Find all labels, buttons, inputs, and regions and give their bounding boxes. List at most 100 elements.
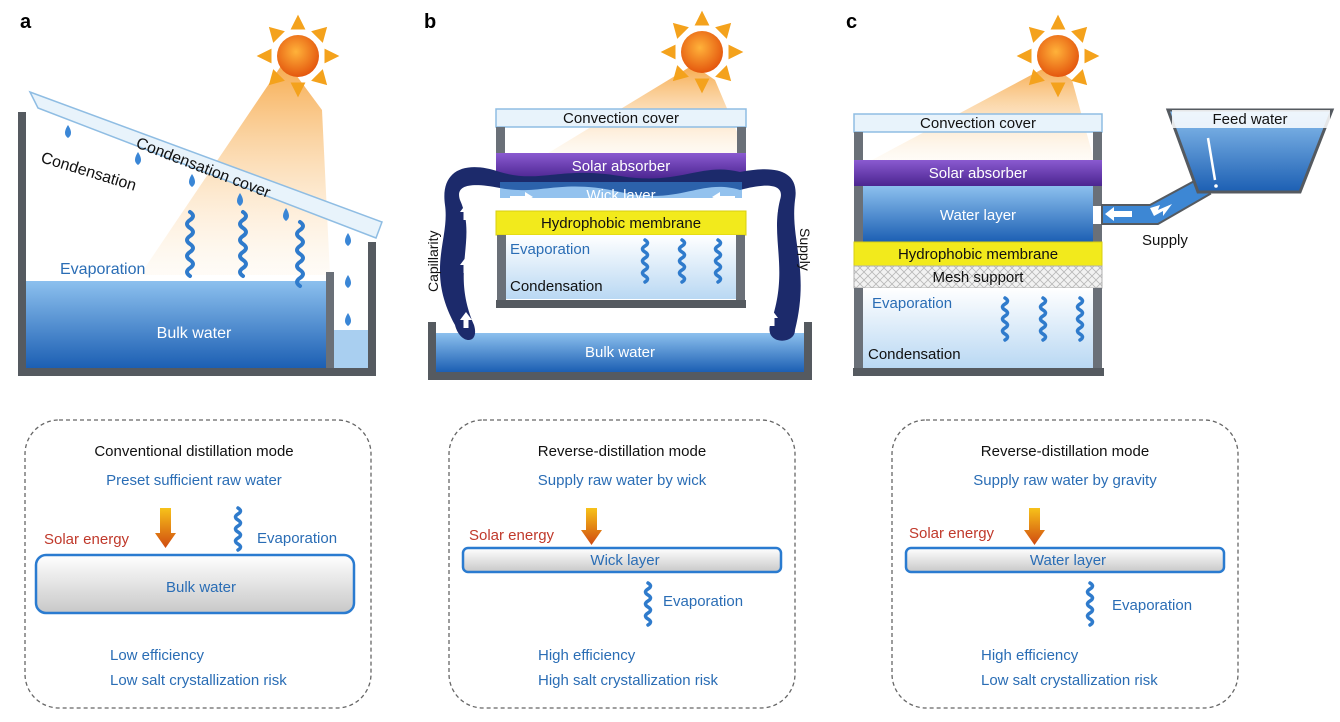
droplet-icon	[135, 152, 141, 165]
hydrophobic-membrane-c	[853, 241, 1103, 267]
feed-arrow-icon	[1150, 204, 1172, 216]
mesh-label: Mesh support	[933, 269, 1025, 286]
evap-label-c: Evaporation	[1112, 597, 1192, 614]
container-frame-a	[18, 112, 376, 376]
cover-post	[1093, 132, 1102, 160]
convection-cover-b	[495, 108, 747, 128]
supply-label-b: Supply	[797, 228, 813, 271]
membrane-label-c: Hydrophobic membrane	[898, 246, 1058, 263]
layer-label-b: Wick layer	[590, 552, 659, 569]
vapor-icon	[233, 506, 243, 552]
capillarity-label: Capillarity	[425, 231, 441, 292]
panel-c: c Convection cover Solar absorber Water …	[846, 11, 1335, 376]
mode-box-b: Reverse-distillation mode Supply raw wat…	[448, 419, 796, 709]
supply-pipe	[1101, 176, 1212, 225]
condensation-label-a: Condensation	[39, 150, 138, 195]
evap-label-a: Evaporation	[257, 530, 337, 547]
condensation-label-b: Condensation	[510, 278, 603, 295]
salt-risk-b: High salt crystallization risk	[538, 672, 719, 689]
up-arrow-icon	[766, 257, 778, 273]
mode-box-a: Conventional distillation mode Preset su…	[24, 419, 372, 709]
collected-water-a	[334, 330, 368, 368]
salt-risk-a: Low salt crystallization risk	[110, 672, 287, 689]
water-layer-bar	[904, 546, 1226, 574]
bulk-water-label-a: Bulk water	[157, 325, 232, 342]
droplet-icon	[345, 313, 351, 326]
cover-post	[854, 132, 863, 160]
condensation-label-c: Condensation	[868, 346, 961, 363]
mode-title-a: Conventional distillation mode	[94, 443, 293, 460]
cover-post	[737, 127, 746, 153]
sun-ray-c	[872, 65, 1094, 160]
mode-subtitle-c: Supply raw water by gravity	[973, 472, 1157, 489]
solar-label-c: Solar energy	[909, 525, 995, 542]
bulk-water-a	[26, 281, 328, 368]
mode-box-border	[891, 419, 1239, 709]
mode-subtitle-a: Preset sufficient raw water	[106, 472, 282, 489]
chamber-wall	[854, 288, 863, 368]
condensation-cover	[28, 90, 383, 239]
tank-headspace	[1172, 110, 1330, 128]
wick-label-b: Wick layer	[586, 187, 655, 204]
solar-label-b: Solar energy	[469, 527, 555, 544]
droplet-icon	[189, 174, 195, 187]
vapor-icon	[643, 581, 653, 627]
divider-wall-a	[326, 272, 334, 368]
chamber-wall	[1093, 288, 1102, 368]
chamber-wall	[736, 235, 745, 301]
panel-c-letter: c	[846, 11, 857, 33]
chamber-floor	[496, 300, 746, 308]
panel-a-letter: a	[20, 11, 32, 33]
mode-box-border	[448, 419, 796, 709]
efficiency-b: High efficiency	[538, 647, 636, 664]
absorber-label-b: Solar absorber	[572, 158, 670, 175]
wick-layer-b	[439, 167, 801, 341]
up-arrow-icon	[766, 204, 778, 220]
solar-arrow-icon	[581, 508, 602, 545]
droplet-icon	[345, 233, 351, 246]
panel-b-letter: b	[424, 11, 436, 33]
layer-label-a: Bulk water	[166, 579, 236, 596]
cover-label-c: Convection cover	[920, 115, 1036, 132]
bulk-water-layer	[34, 553, 356, 615]
convection-cover-c	[853, 113, 1103, 133]
evaporation-label-c: Evaporation	[872, 295, 952, 312]
efficiency-a: Low efficiency	[110, 647, 204, 664]
layer-wall	[854, 186, 863, 242]
vapor-icon	[1085, 581, 1095, 627]
wick-layer-bar	[461, 546, 783, 574]
panel-a: a Condensation Condensation cover Evapor…	[18, 11, 383, 376]
efficiency-c: High efficiency	[981, 647, 1079, 664]
panel-b: b Bulk water Convection cover Solar abso…	[424, 11, 813, 380]
solar-arrow-icon	[155, 508, 176, 548]
water-flow-line	[1206, 137, 1217, 181]
solar-arrow-icon	[1024, 508, 1045, 545]
membrane-label-b: Hydrophobic membrane	[541, 215, 701, 232]
water-drop-dot	[1214, 184, 1218, 188]
condensation-chamber-c	[863, 288, 1093, 368]
chamber-floor	[853, 368, 1104, 376]
droplet-icon	[65, 125, 71, 138]
left-arrow-icon	[1105, 207, 1132, 221]
mode-title-b: Reverse-distillation mode	[538, 443, 706, 460]
absorber-label-c: Solar absorber	[929, 165, 1027, 182]
evap-label-b: Evaporation	[663, 593, 743, 610]
wick-water	[500, 182, 742, 198]
water-layer-c	[863, 186, 1093, 242]
feed-water-label: Feed water	[1212, 111, 1287, 128]
bulk-water-b	[436, 333, 804, 372]
left-arrow-icon	[712, 192, 735, 202]
sun-icon	[258, 16, 338, 96]
chamber-wall	[497, 235, 506, 301]
evaporation-label-a: Evaporation	[60, 261, 145, 278]
evaporation-label-b: Evaporation	[510, 241, 590, 258]
mode-subtitle-b: Supply raw water by wick	[538, 472, 707, 489]
mode-box-c: Reverse-distillation mode Supply raw wat…	[891, 419, 1239, 709]
bulk-water-label-b: Bulk water	[585, 344, 655, 361]
mode-title-c: Reverse-distillation mode	[981, 443, 1149, 460]
water-label-c: Water layer	[940, 207, 1016, 224]
condensation-chamber-b	[505, 235, 737, 299]
sun-icon	[662, 12, 742, 92]
cover-label-b: Convection cover	[563, 110, 679, 127]
